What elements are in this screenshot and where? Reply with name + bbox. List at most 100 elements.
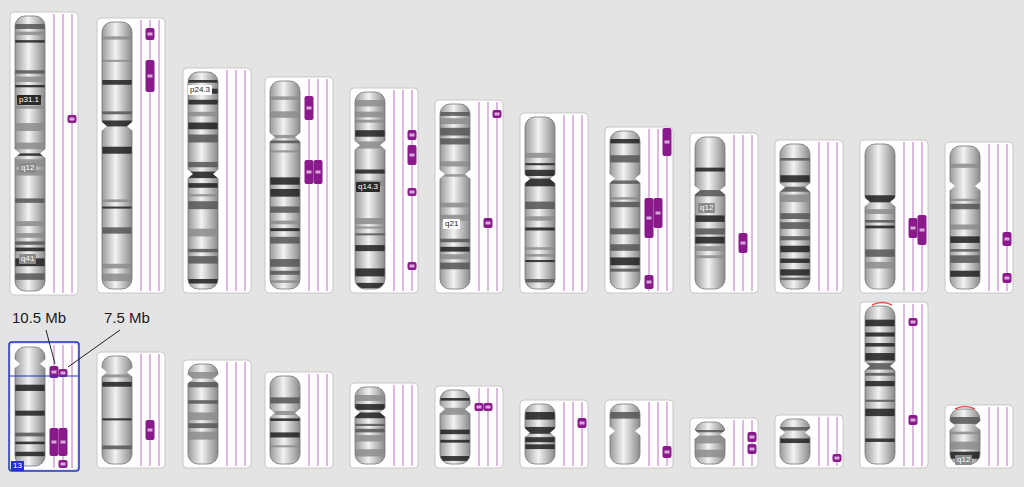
cnv-mark bbox=[918, 215, 927, 245]
chromosome bbox=[355, 387, 385, 464]
track-line bbox=[989, 144, 990, 291]
cnv-mark-text bbox=[920, 229, 925, 232]
track-line bbox=[497, 388, 498, 466]
track-line bbox=[904, 142, 905, 291]
track-line bbox=[922, 304, 923, 466]
chromosome-outline bbox=[780, 419, 810, 464]
cnv-mark-text bbox=[148, 75, 153, 78]
chromosome-panel bbox=[945, 405, 1013, 468]
chromosome bbox=[780, 144, 810, 289]
track-line bbox=[72, 14, 73, 293]
chromosome-outline bbox=[865, 306, 895, 464]
chromosome bbox=[695, 137, 725, 289]
centromere bbox=[380, 407, 386, 417]
centromere bbox=[949, 181, 955, 191]
centromere bbox=[975, 181, 981, 191]
cnv-mark bbox=[146, 420, 155, 440]
track-line bbox=[582, 402, 583, 466]
track-line bbox=[743, 420, 744, 466]
centromere bbox=[269, 408, 275, 418]
centromere bbox=[779, 428, 785, 438]
telomere-mark bbox=[872, 303, 892, 306]
chromosome-outline bbox=[610, 131, 640, 289]
centromere bbox=[949, 421, 955, 431]
centromere bbox=[14, 359, 20, 369]
cnv-mark-text bbox=[410, 265, 415, 268]
band-label: p24.3 bbox=[188, 85, 212, 95]
track-line bbox=[497, 102, 498, 291]
cnv-mark-text bbox=[647, 281, 652, 284]
chromosome bbox=[270, 81, 300, 289]
track-line bbox=[327, 79, 328, 291]
track-line bbox=[150, 354, 151, 466]
cnv-mark-text bbox=[656, 212, 661, 215]
track-line bbox=[913, 142, 914, 291]
chromosome bbox=[15, 16, 45, 291]
cnv-mark-text bbox=[477, 406, 482, 409]
centromere bbox=[380, 140, 386, 150]
centromere bbox=[805, 183, 811, 193]
cnv-mark bbox=[909, 318, 918, 326]
track-line bbox=[403, 385, 404, 466]
chromosome-panel bbox=[775, 140, 843, 293]
track-line bbox=[734, 420, 735, 466]
track-line bbox=[159, 354, 160, 466]
cnv-mark-text bbox=[410, 191, 415, 194]
cnv-mark bbox=[305, 96, 314, 120]
track-line bbox=[837, 142, 838, 291]
centromere bbox=[465, 404, 471, 414]
selection-box bbox=[9, 342, 79, 471]
centromere bbox=[975, 421, 981, 431]
chromosome-panel bbox=[860, 140, 928, 293]
track-line bbox=[828, 417, 829, 466]
track-line bbox=[649, 402, 650, 466]
track-line bbox=[1007, 144, 1008, 291]
cnv-mark-text bbox=[911, 419, 916, 422]
cnv-mark bbox=[484, 218, 493, 228]
cnv-mark-text bbox=[410, 154, 415, 157]
centromere bbox=[354, 140, 360, 150]
chromosome-panel bbox=[690, 133, 758, 293]
band-label: q12 bbox=[19, 163, 36, 173]
cnv-mark-text bbox=[148, 33, 153, 36]
chromosome-outline bbox=[780, 144, 810, 289]
cnv-mark-text bbox=[580, 422, 585, 425]
chromosome-outline bbox=[695, 422, 725, 464]
centromere bbox=[213, 374, 219, 384]
centromere bbox=[550, 174, 556, 184]
chromosome bbox=[610, 404, 640, 464]
track-line bbox=[819, 417, 820, 466]
cnv-mark-text bbox=[316, 171, 321, 174]
chromosome-panel bbox=[10, 12, 78, 295]
chromosome bbox=[610, 131, 640, 289]
track-line bbox=[658, 402, 659, 466]
chromosome-outline bbox=[950, 146, 980, 289]
chromosome-panel bbox=[350, 88, 418, 293]
chromosome-outline bbox=[695, 137, 725, 289]
centromere bbox=[101, 121, 107, 131]
chromosome bbox=[270, 376, 300, 464]
cnv-mark bbox=[739, 233, 748, 253]
chromosome-outline bbox=[355, 92, 385, 289]
chromosome bbox=[440, 390, 470, 464]
chromosome-outline bbox=[188, 72, 218, 289]
chromosome bbox=[440, 104, 470, 289]
chromosome-outline bbox=[102, 22, 132, 289]
cnv-mark-text bbox=[486, 222, 491, 225]
selection-box bbox=[9, 376, 79, 377]
chromosome bbox=[950, 409, 980, 464]
chromosome-outline bbox=[440, 390, 470, 464]
telomere-mark bbox=[955, 407, 975, 410]
cnv-mark-text bbox=[495, 113, 500, 116]
chromosome bbox=[15, 347, 45, 466]
centromere bbox=[524, 428, 530, 438]
track-line bbox=[734, 135, 735, 291]
chromosome-panel bbox=[265, 372, 333, 468]
chromosome bbox=[525, 117, 555, 289]
track-line bbox=[828, 142, 829, 291]
track-line bbox=[236, 362, 237, 466]
track-line bbox=[403, 90, 404, 291]
cnv-mark bbox=[493, 110, 502, 118]
chromosome-outline bbox=[355, 387, 385, 464]
cnv-mark bbox=[475, 403, 484, 411]
